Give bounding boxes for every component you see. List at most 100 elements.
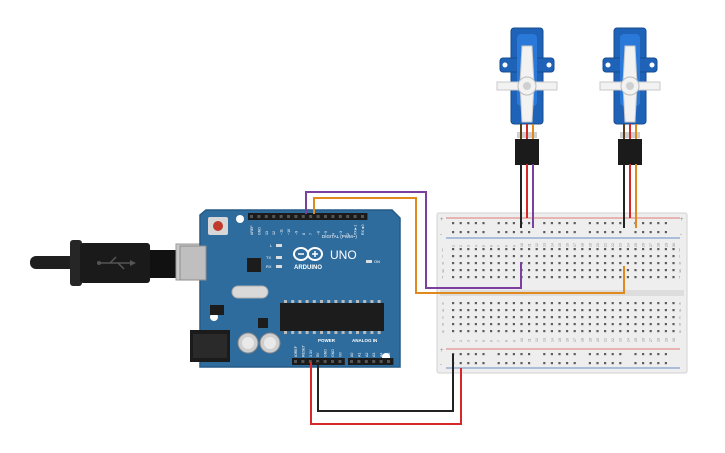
breadboard-hole[interactable] <box>657 276 660 279</box>
breadboard-hole[interactable] <box>588 255 591 258</box>
breadboard-hole[interactable] <box>482 255 485 258</box>
breadboard-hole[interactable] <box>459 255 462 258</box>
breadboard-hole[interactable] <box>452 302 455 305</box>
breadboard-hole[interactable] <box>467 362 470 365</box>
header-pin[interactable] <box>364 360 368 363</box>
breadboard-hole[interactable] <box>664 222 667 225</box>
breadboard-hole[interactable] <box>543 262 546 265</box>
breadboard-hole[interactable] <box>474 362 477 365</box>
breadboard-hole[interactable] <box>634 353 637 356</box>
breadboard-hole[interactable] <box>672 262 675 265</box>
breadboard-hole[interactable] <box>528 255 531 258</box>
breadboard-hole[interactable] <box>649 316 652 319</box>
breadboard-hole[interactable] <box>634 330 637 333</box>
breadboard-hole[interactable] <box>611 302 614 305</box>
breadboard-hole[interactable] <box>512 330 515 333</box>
breadboard-hole[interactable] <box>512 269 515 272</box>
breadboard-hole[interactable] <box>535 248 538 251</box>
breadboard-hole[interactable] <box>566 330 569 333</box>
breadboard-hole[interactable] <box>459 231 462 234</box>
breadboard-hole[interactable] <box>664 276 667 279</box>
breadboard-hole[interactable] <box>528 353 531 356</box>
breadboard-hole[interactable] <box>550 316 553 319</box>
breadboard-hole[interactable] <box>657 316 660 319</box>
breadboard-hole[interactable] <box>528 323 531 326</box>
breadboard-hole[interactable] <box>490 276 493 279</box>
breadboard-hole[interactable] <box>550 362 553 365</box>
breadboard-hole[interactable] <box>626 309 629 312</box>
breadboard-hole[interactable] <box>535 276 538 279</box>
breadboard-hole[interactable] <box>505 276 508 279</box>
breadboard-hole[interactable] <box>467 222 470 225</box>
breadboard-hole[interactable] <box>634 362 637 365</box>
breadboard-hole[interactable] <box>505 362 508 365</box>
breadboard-hole[interactable] <box>604 309 607 312</box>
header-pin[interactable] <box>357 360 361 363</box>
breadboard-hole[interactable] <box>657 231 660 234</box>
breadboard-hole[interactable] <box>512 231 515 234</box>
header-pin[interactable] <box>272 215 276 218</box>
breadboard-hole[interactable] <box>520 248 523 251</box>
header-pin[interactable] <box>264 215 268 218</box>
header-pin[interactable] <box>316 360 320 363</box>
breadboard-hole[interactable] <box>634 255 637 258</box>
breadboard-hole[interactable] <box>626 262 629 265</box>
usb-port[interactable] <box>179 245 207 281</box>
breadboard-hole[interactable] <box>490 330 493 333</box>
breadboard-hole[interactable] <box>604 231 607 234</box>
breadboard-hole[interactable] <box>452 222 455 225</box>
breadboard-hole[interactable] <box>634 276 637 279</box>
header-pin[interactable] <box>294 360 297 363</box>
breadboard-hole[interactable] <box>573 309 576 312</box>
breadboard-hole[interactable] <box>657 309 660 312</box>
breadboard-hole[interactable] <box>543 222 546 225</box>
breadboard-hole[interactable] <box>467 316 470 319</box>
breadboard-hole[interactable] <box>535 302 538 305</box>
reset-button[interactable] <box>208 217 228 235</box>
breadboard-hole[interactable] <box>558 255 561 258</box>
header-pin[interactable] <box>301 360 305 363</box>
wire-arduino-signal-1[interactable] <box>305 191 522 289</box>
breadboard-hole[interactable] <box>512 255 515 258</box>
breadboard-hole[interactable] <box>657 323 660 326</box>
breadboard-hole[interactable] <box>505 309 508 312</box>
breadboard-hole[interactable] <box>558 231 561 234</box>
header-pin[interactable] <box>331 215 335 218</box>
breadboard-hole[interactable] <box>528 302 531 305</box>
breadboard-hole[interactable] <box>664 316 667 319</box>
breadboard-hole[interactable] <box>573 362 576 365</box>
breadboard-hole[interactable] <box>497 323 500 326</box>
breadboard-hole[interactable] <box>474 353 477 356</box>
breadboard-hole[interactable] <box>505 222 508 225</box>
breadboard-holes[interactable] <box>452 222 675 365</box>
breadboard-hole[interactable] <box>528 269 531 272</box>
breadboard-hole[interactable] <box>573 276 576 279</box>
breadboard-hole[interactable] <box>452 323 455 326</box>
breadboard-hole[interactable] <box>664 323 667 326</box>
breadboard-hole[interactable] <box>505 269 508 272</box>
breadboard-hole[interactable] <box>566 323 569 326</box>
breadboard-hole[interactable] <box>588 269 591 272</box>
breadboard-hole[interactable] <box>512 302 515 305</box>
breadboard-hole[interactable] <box>482 362 485 365</box>
breadboard-hole[interactable] <box>642 276 645 279</box>
servo-connector[interactable] <box>515 139 539 165</box>
breadboard-hole[interactable] <box>626 330 629 333</box>
breadboard-hole[interactable] <box>490 309 493 312</box>
breadboard-hole[interactable] <box>588 231 591 234</box>
breadboard-hole[interactable] <box>619 323 622 326</box>
breadboard-hole[interactable] <box>581 316 584 319</box>
breadboard-hole[interactable] <box>649 309 652 312</box>
breadboard-hole[interactable] <box>550 255 553 258</box>
breadboard-hole[interactable] <box>588 222 591 225</box>
breadboard-hole[interactable] <box>611 222 614 225</box>
breadboard-hole[interactable] <box>672 323 675 326</box>
breadboard-hole[interactable] <box>642 262 645 265</box>
breadboard-hole[interactable] <box>664 330 667 333</box>
breadboard-hole[interactable] <box>611 316 614 319</box>
breadboard-hole[interactable] <box>619 248 622 251</box>
breadboard-hole[interactable] <box>558 330 561 333</box>
breadboard-hole[interactable] <box>474 309 477 312</box>
breadboard-hole[interactable] <box>490 248 493 251</box>
breadboard-hole[interactable] <box>459 262 462 265</box>
